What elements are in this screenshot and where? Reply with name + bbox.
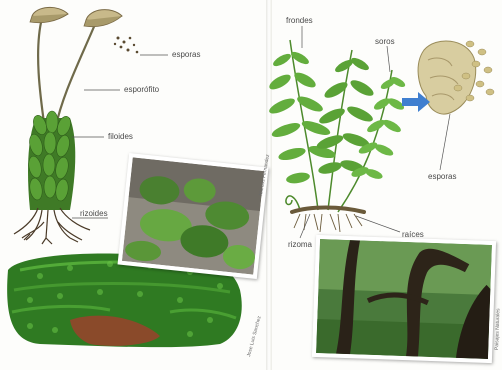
- moss-gametophyte: [27, 111, 75, 210]
- label-frondes: frondes: [286, 16, 313, 25]
- label-filoides: filoides: [108, 132, 133, 141]
- label-rizoides: rizoides: [80, 209, 108, 218]
- moss-sporophyte-stalks: [38, 18, 96, 130]
- moss-rhizoids: [14, 208, 90, 244]
- moss-spores: [114, 37, 139, 54]
- label-esporofito: esporófito: [124, 85, 159, 94]
- label-rizoma: rizoma: [288, 240, 312, 249]
- moss-photo: [118, 153, 269, 279]
- label-raices: raíces: [402, 230, 424, 239]
- label-esporas-fern: esporas: [428, 172, 456, 181]
- fern-fronds: [267, 40, 407, 212]
- label-soros: soros: [375, 37, 395, 46]
- moss-capsules: [30, 7, 122, 26]
- fern-roots: [294, 214, 362, 232]
- forest-photo: [312, 235, 496, 363]
- label-esporas-moss: esporas: [172, 50, 200, 59]
